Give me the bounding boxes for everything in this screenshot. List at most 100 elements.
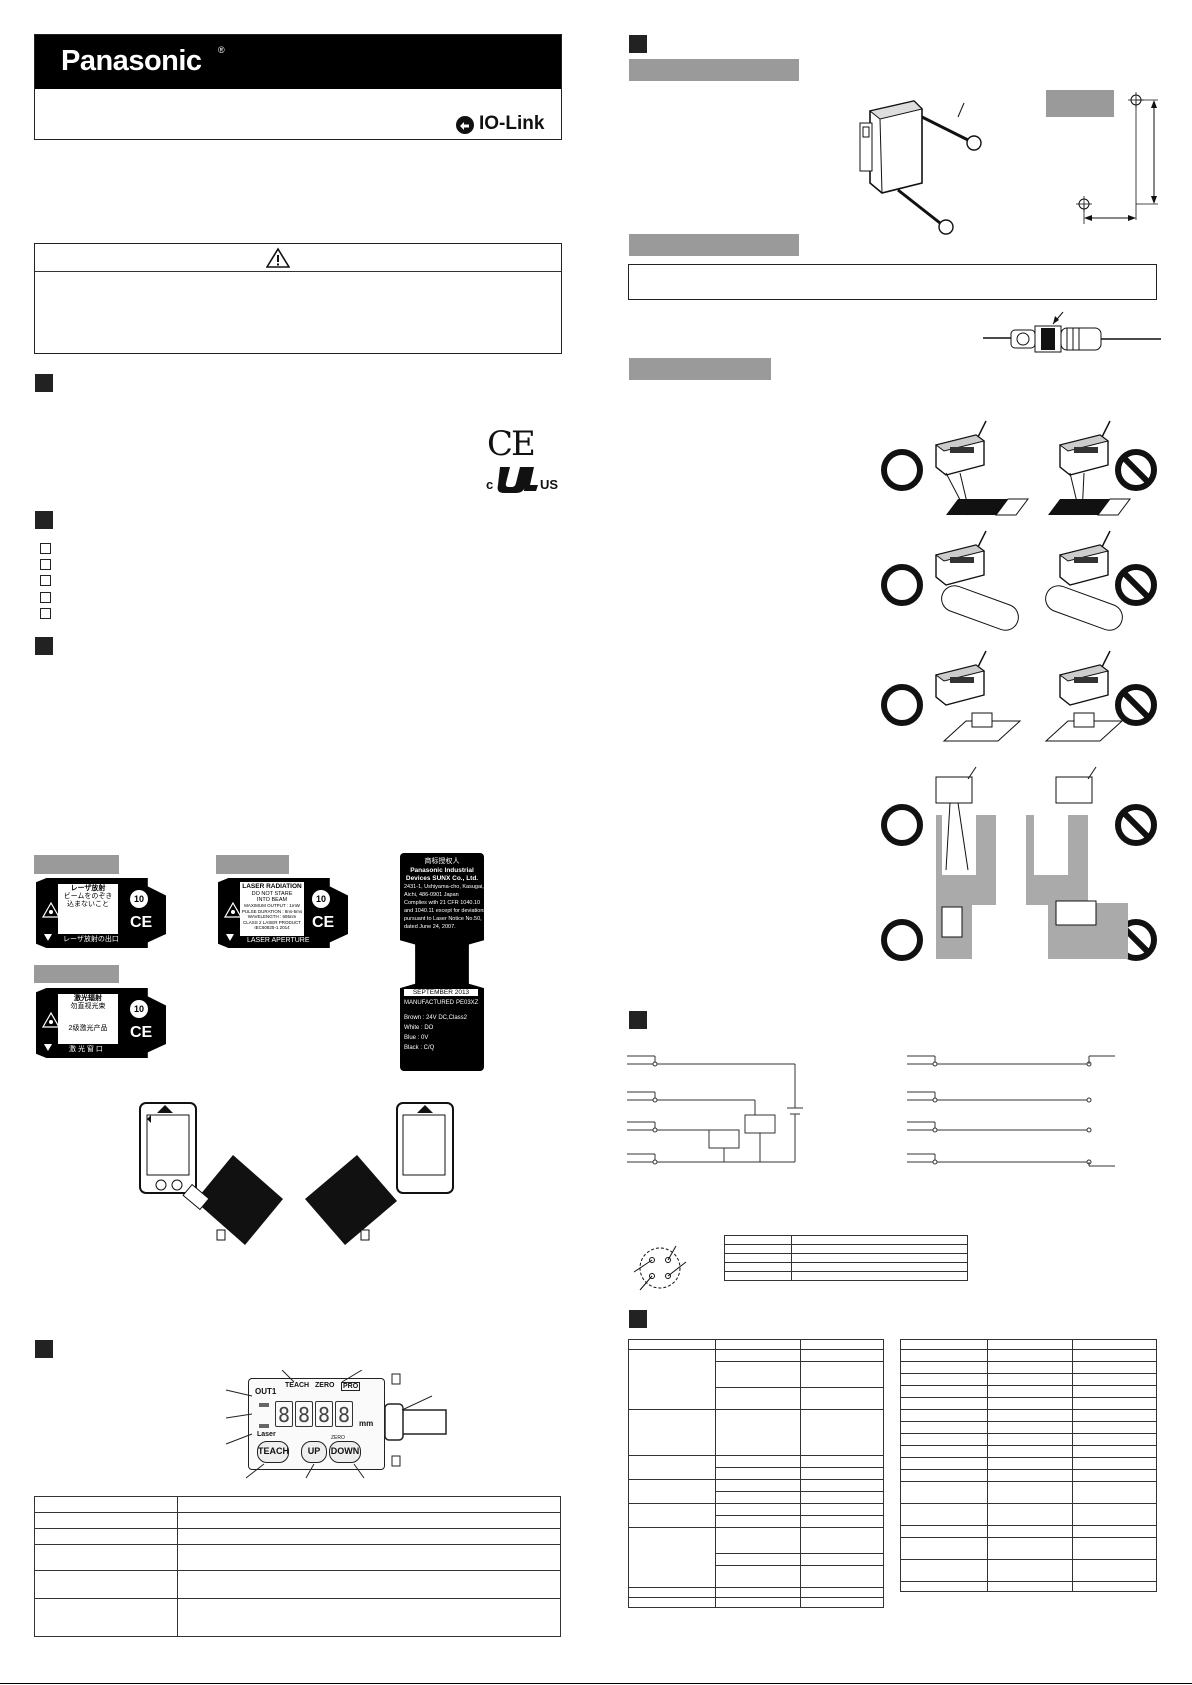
- sensor-front-view-left: [139, 1102, 197, 1194]
- mounting-hole-dimension-drawing: [1076, 92, 1158, 224]
- table-row: [629, 1515, 884, 1528]
- section-marker-4: [35, 1340, 53, 1358]
- section-marker-3: [35, 637, 53, 655]
- mounting-hole-heading-bar: [1046, 90, 1114, 117]
- table-row: [724, 1271, 968, 1281]
- label-heading-chinese: [34, 965, 119, 983]
- indicator-teach-label: TEACH: [285, 1382, 310, 1389]
- up-button[interactable]: UP: [301, 1441, 327, 1463]
- aperture-arrow-icon: [226, 934, 234, 941]
- display-digit-2: 8: [295, 1401, 313, 1427]
- table-row: [628, 1597, 884, 1608]
- checkbox-1[interactable]: [40, 543, 51, 554]
- ul-us-letters: US: [540, 477, 559, 492]
- operation-panel: OUT1 TEACH ZERO PRO Laser 8 8 8 8 mm TEA…: [248, 1378, 385, 1470]
- connection-heading-bar: [629, 234, 799, 256]
- ok-circle-icon: [884, 452, 920, 488]
- table-row: [34, 1512, 561, 1529]
- table-row: [629, 1565, 884, 1588]
- english-label-spec2: PULSE DURATION : 8ns-5ms: [241, 908, 303, 914]
- indicator-zero-label: ZERO: [315, 1382, 335, 1389]
- table-row: [900, 1481, 1157, 1504]
- english-ce-mark: CE: [312, 914, 335, 931]
- ok-circle-icon: [884, 567, 920, 603]
- chinese-class-badge: 10: [130, 1000, 148, 1018]
- english-label-footer: LASER APERTURE: [247, 937, 310, 944]
- header-box: Panasonic ® IO-Link: [34, 34, 562, 140]
- sensor-front-view-right: [396, 1102, 454, 1194]
- indicator-pro-label: PRO: [341, 1382, 361, 1391]
- tag-address2: Aichi, 486-0901 Japan: [404, 892, 459, 898]
- table-row: [34, 1598, 561, 1637]
- table-row: [900, 1445, 1157, 1458]
- specifications-table-right: [900, 1339, 1157, 1592]
- brand-logo: Panasonic: [61, 45, 202, 77]
- english-label-class: CLASS 2 LASER PRODUCT: [242, 919, 302, 925]
- table-row: [628, 1479, 884, 1504]
- table-row: [900, 1525, 1157, 1538]
- chinese-label-title: 激光辐射: [74, 995, 102, 1002]
- page-bottom-rule: [0, 1683, 1192, 1684]
- pin-assignment-table: [724, 1235, 968, 1281]
- checkbox-5[interactable]: [40, 608, 51, 619]
- japanese-class-badge-text: 10: [133, 894, 144, 904]
- teach-button[interactable]: TEACH: [257, 1441, 289, 1463]
- japanese-ce-mark: CE: [130, 914, 153, 931]
- laser-hazard-icon: [42, 1012, 60, 1028]
- sensor-mounting-illustration: [859, 100, 982, 235]
- aperture-arrow-icon: [44, 1044, 52, 1051]
- tag-wire4: Black : C/Q: [404, 1045, 435, 1051]
- ok-circle-icon: [884, 807, 920, 843]
- tag-manufactured: MANUFACTURED: [404, 1000, 455, 1006]
- parts-description-table: [34, 1496, 561, 1637]
- table-row: [900, 1339, 1157, 1350]
- connector-pin-diagram: [633, 1245, 687, 1291]
- section-marker-2: [35, 511, 53, 529]
- table-row: [34, 1496, 561, 1513]
- english-label-line1: DO NOT STARE: [251, 891, 293, 897]
- table-row: [628, 1339, 884, 1350]
- chinese-label-line1: 勿直视光束: [70, 1003, 106, 1010]
- table-row: [900, 1457, 1157, 1470]
- table-row: [900, 1373, 1157, 1386]
- table-row: [628, 1527, 884, 1588]
- wiring-diagram-right: [907, 1055, 1115, 1167]
- tag-address1: 2431-1, Ushiyama-cho, Kasugai,: [404, 884, 484, 890]
- table-row: [628, 1409, 884, 1456]
- down-button-label: DOWN: [330, 1446, 360, 1456]
- table-row: [628, 1455, 884, 1480]
- checkbox-3[interactable]: [40, 575, 51, 586]
- prohibited-icon: [1118, 452, 1154, 488]
- warning-header-divider: [35, 271, 561, 272]
- japanese-label-line2: 込まないこと: [67, 901, 109, 908]
- english-label-title: LASER RADIATION: [242, 883, 302, 890]
- up-button-label: UP: [307, 1446, 321, 1456]
- table-row: [34, 1528, 561, 1545]
- checkbox-4[interactable]: [40, 592, 51, 603]
- prohibited-icon: [1118, 687, 1154, 723]
- ok-circle-icon: [884, 922, 920, 958]
- checkbox-2[interactable]: [40, 559, 51, 570]
- japanese-label-panel: レーザ放射 ビームをのぞき 込まないこと: [58, 884, 118, 934]
- display-digit-3: 8: [315, 1401, 333, 1427]
- section-marker-5: [629, 35, 647, 53]
- laser-hazard-icon: [224, 902, 242, 918]
- tag-code: PE03XZ: [456, 1000, 479, 1006]
- tag-wire2: White : DO: [404, 1025, 434, 1031]
- label-heading-japanese: [34, 855, 119, 874]
- specifications-table-left: [628, 1339, 884, 1608]
- english-label-spec1: MAXIMUM OUTPUT : 1mW: [244, 903, 300, 908]
- section-marker-6: [629, 1011, 647, 1029]
- down-button[interactable]: DOWN: [329, 1441, 361, 1463]
- laser-label-english: LASER RADIATION DO NOT STARE INTO BEAM M…: [218, 878, 348, 948]
- section-marker-1: [35, 374, 53, 392]
- table-row: [900, 1559, 1157, 1582]
- english-label-spec3: WAVELENGTH : 655nm: [247, 914, 297, 919]
- tag-date: SEPTEMBER 2013: [404, 989, 478, 996]
- tag-comply1: Complies with 21 CFR 1040.10: [404, 900, 481, 906]
- display-unit: mm: [359, 1419, 374, 1428]
- tag-comply3: pursuant to Laser Notice No.50,: [404, 916, 482, 922]
- laser-hazard-icon: [42, 902, 60, 918]
- table-row: [629, 1467, 884, 1480]
- table-row: [900, 1537, 1157, 1560]
